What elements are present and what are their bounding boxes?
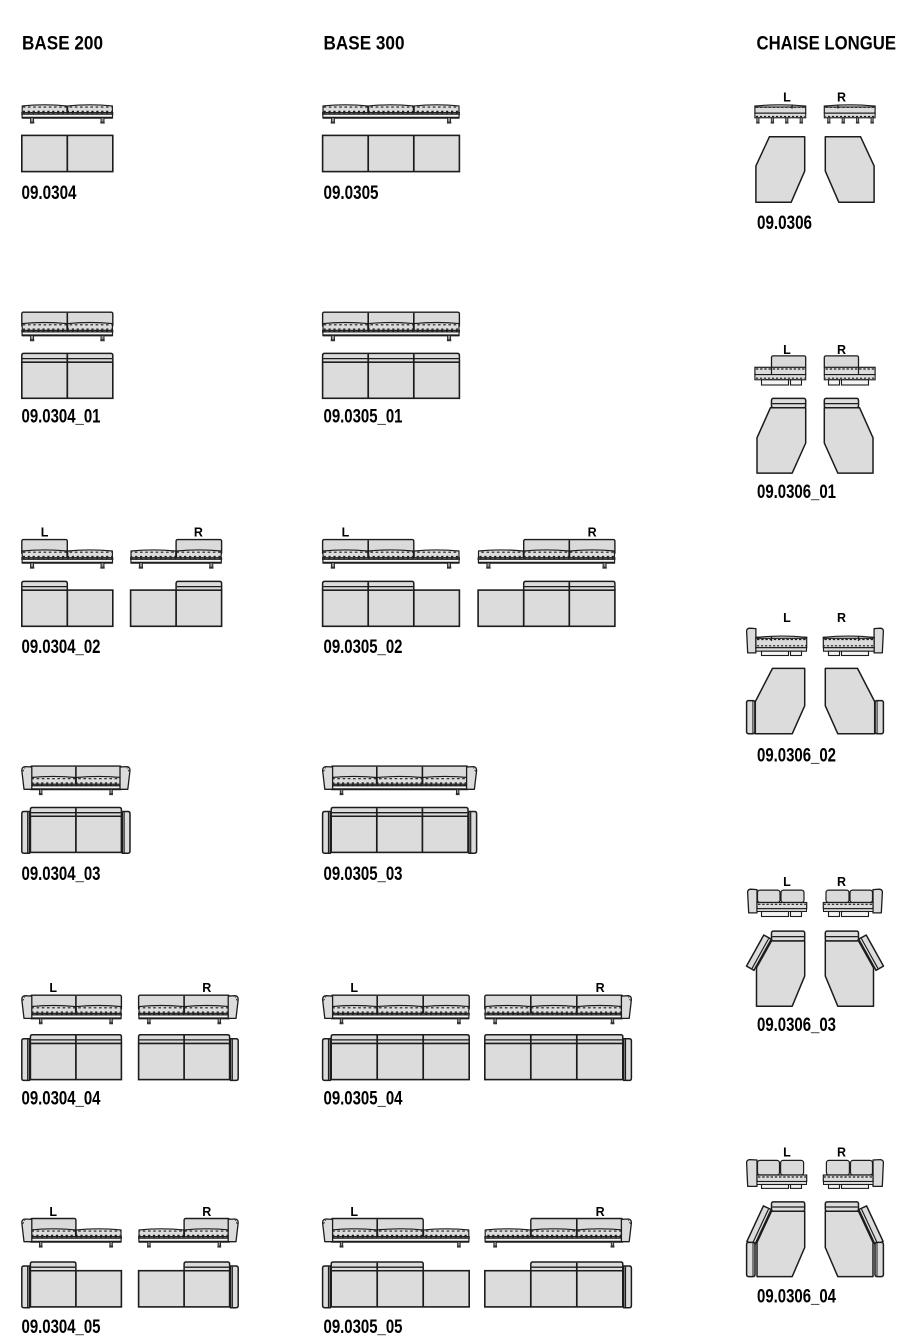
svg-text:09.0305_04: 09.0305_04 [324,1089,403,1110]
svg-text:L: L [350,1205,358,1219]
svg-text:R: R [837,611,846,625]
svg-text:L: L [41,525,49,539]
svg-text:09.0305: 09.0305 [324,183,379,204]
svg-text:L: L [783,611,791,625]
svg-text:L: L [783,1146,791,1160]
svg-text:09.0305_05: 09.0305_05 [324,1317,403,1338]
svg-text:R: R [596,1205,605,1219]
svg-text:09.0306_01: 09.0306_01 [757,482,836,503]
svg-text:L: L [783,875,791,889]
svg-text:R: R [837,91,846,105]
svg-text:09.0305_01: 09.0305_01 [324,407,403,428]
svg-text:R: R [194,525,203,539]
svg-text:L: L [49,1205,57,1219]
svg-text:09.0304_01: 09.0304_01 [22,407,101,428]
svg-text:BASE 300: BASE 300 [324,33,405,55]
svg-text:09.0304_05: 09.0304_05 [22,1317,101,1338]
svg-text:CHAISE LONGUE: CHAISE LONGUE [757,33,897,55]
svg-text:L: L [350,981,358,995]
svg-text:L: L [783,343,791,357]
svg-text:09.0305_02: 09.0305_02 [324,637,403,658]
svg-text:09.0304: 09.0304 [22,183,77,204]
svg-text:09.0306_03: 09.0306_03 [757,1015,836,1036]
svg-text:R: R [837,343,846,357]
svg-text:R: R [837,875,846,889]
svg-text:09.0304_04: 09.0304_04 [22,1089,101,1110]
svg-text:09.0304_03: 09.0304_03 [22,864,101,885]
svg-text:R: R [202,981,211,995]
svg-text:R: R [588,525,597,539]
svg-text:09.0306_04: 09.0306_04 [757,1287,836,1308]
svg-text:09.0304_02: 09.0304_02 [22,637,101,658]
svg-text:BASE 200: BASE 200 [22,33,103,55]
svg-text:09.0305_03: 09.0305_03 [324,864,403,885]
svg-text:09.0306_02: 09.0306_02 [757,746,836,767]
svg-text:L: L [342,525,350,539]
svg-text:R: R [837,1146,846,1160]
svg-text:R: R [202,1205,211,1219]
svg-text:R: R [596,981,605,995]
svg-text:L: L [783,91,791,105]
svg-text:L: L [49,981,57,995]
svg-text:09.0306: 09.0306 [757,213,812,234]
